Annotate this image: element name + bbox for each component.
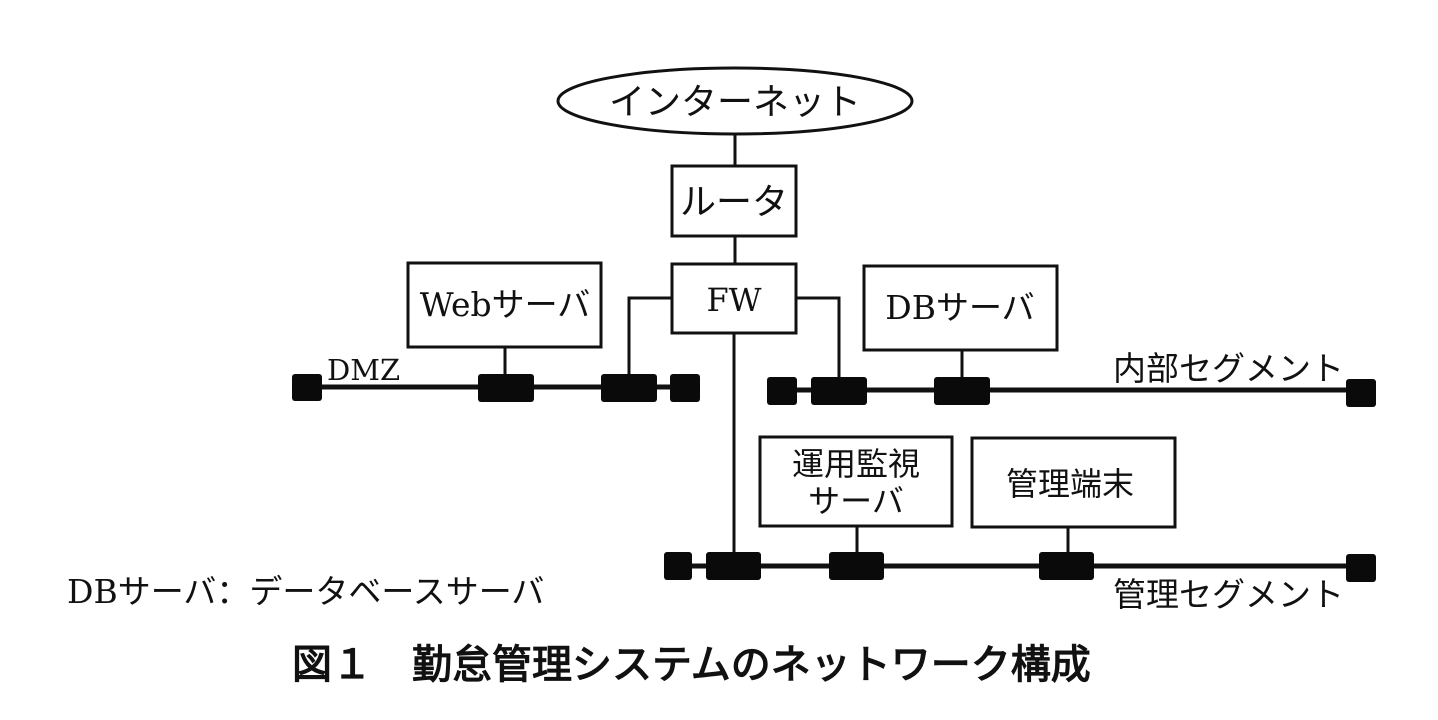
ops-monitor-server-box <box>758 435 954 528</box>
mgmt-terminal-label: 管理端末 <box>1006 465 1134 503</box>
dmz-port-fw <box>601 374 657 402</box>
internal-terminator-left <box>767 377 797 405</box>
management-segment-label: 管理セグメント <box>1113 575 1344 614</box>
legend-note: DBサーバ：データベースサーバ <box>67 572 544 611</box>
mgmt-port-terminal <box>1039 552 1094 580</box>
ops-monitor-server-label-line2: サーバ <box>808 482 904 520</box>
internet-label: インターネット <box>609 82 861 123</box>
internal-segment-label: 内部セグメント <box>1113 349 1344 388</box>
link-fw-internal <box>796 296 841 384</box>
dmz-label: DMZ <box>327 353 400 387</box>
web-server-box <box>406 261 603 349</box>
firewall-label: FW <box>706 281 761 319</box>
mgmt-terminator-right <box>1346 554 1376 582</box>
router-label: ルータ <box>680 182 788 223</box>
ops-monitor-server-label-line1: 運用監視 <box>792 445 920 483</box>
dmz-terminator-left <box>292 374 322 401</box>
mgmt-port-ops <box>829 552 884 580</box>
router-box <box>670 164 798 238</box>
mgmt-port-fw <box>706 552 761 580</box>
web-server-label: Webサーバ <box>420 285 591 324</box>
dmz-port-web <box>478 374 534 402</box>
internal-port-db <box>934 377 990 405</box>
internal-terminator-right <box>1346 379 1376 407</box>
db-server-label: DBサーバ <box>885 288 1034 327</box>
internal-port-fw <box>811 377 867 405</box>
mgmt-terminal-box <box>970 436 1177 529</box>
figure-caption: 図１ 勤怠管理システムのネットワーク構成 <box>292 642 1091 688</box>
link-fw-dmz <box>627 296 672 384</box>
dmz-terminator-right <box>670 374 700 402</box>
mgmt-terminator-left <box>664 552 692 580</box>
